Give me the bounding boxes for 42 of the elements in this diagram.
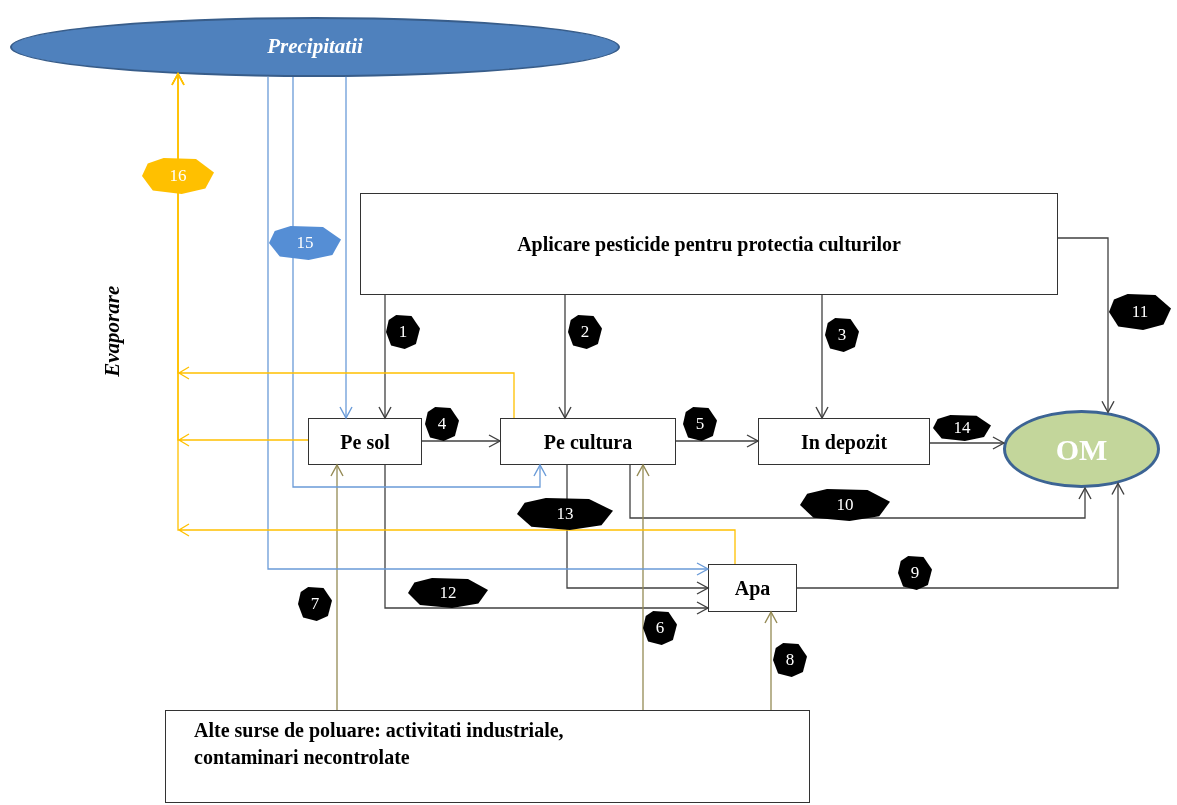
arrow (267, 76, 709, 576)
edge-label: 1 (386, 315, 420, 349)
process-box: Pe cultura (500, 418, 676, 465)
target-ellipse: OM (1003, 410, 1160, 488)
arrow (796, 482, 1125, 589)
edge-label: 9 (898, 556, 932, 590)
arrow (629, 464, 1092, 519)
edge-label: 6 (643, 611, 677, 645)
process-box: In depozit (758, 418, 930, 465)
arrow (1057, 237, 1115, 413)
arrow (815, 294, 829, 419)
process-box: Pe sol (308, 418, 422, 465)
edge-label: 2 (568, 315, 602, 349)
arrow (636, 464, 650, 711)
arrow (330, 464, 344, 711)
arrow (764, 611, 778, 711)
source-box: Alte surse de poluare: activitati industriale, contaminari necontrolate (165, 710, 810, 803)
edge-label: 13 (517, 498, 613, 530)
arrow (292, 76, 547, 488)
side-label: Evaporare (99, 286, 126, 377)
arrow (675, 434, 759, 448)
edge-label: 11 (1109, 294, 1171, 330)
arrow (339, 76, 353, 419)
process-box: Aplicare pesticide pentru protectia culturilor (360, 193, 1058, 295)
edge-label: 8 (773, 643, 807, 677)
edge-label: 7 (298, 587, 332, 621)
arrow (384, 464, 709, 615)
edge-label: 4 (425, 407, 459, 441)
edge-label: 15 (269, 226, 341, 260)
edge-label: 3 (825, 318, 859, 352)
arrow (558, 294, 572, 419)
process-box: Apa (708, 564, 797, 612)
arrow (378, 294, 392, 419)
edge-label: 12 (408, 578, 488, 608)
edge-label: 5 (683, 407, 717, 441)
edge-label: 14 (933, 415, 991, 441)
precipitation-ellipse: Precipitatii (10, 17, 620, 77)
arrow (929, 436, 1005, 450)
arrow (421, 434, 501, 448)
edge-label: 10 (800, 489, 890, 521)
arrow (171, 73, 736, 565)
edge-label: 16 (142, 158, 214, 194)
